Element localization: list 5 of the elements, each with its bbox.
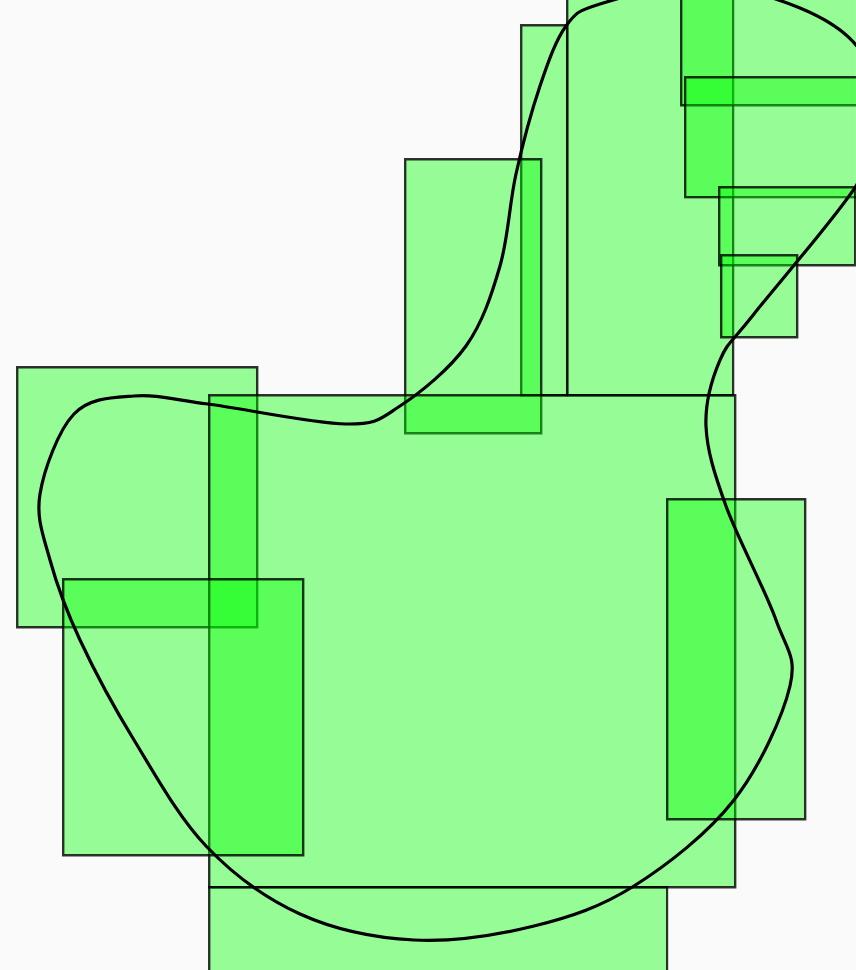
rectangle <box>208 886 669 970</box>
rectangle <box>16 366 259 629</box>
rectangle <box>683 76 856 199</box>
rectangle <box>680 0 856 107</box>
closed-curve <box>37 0 856 942</box>
